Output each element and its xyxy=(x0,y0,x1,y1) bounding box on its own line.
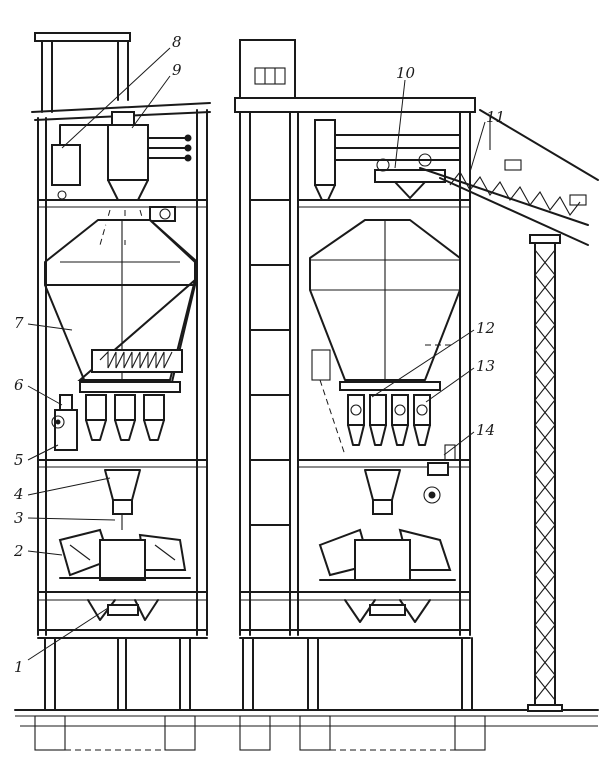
foundation xyxy=(14,709,599,751)
right-building xyxy=(234,39,476,711)
label-3: 3 xyxy=(14,509,24,527)
label-12: 12 xyxy=(476,319,495,337)
label-5: 5 xyxy=(14,451,24,469)
label-8: 8 xyxy=(172,33,182,51)
label-1: 1 xyxy=(14,658,24,676)
conveyor-and-tower xyxy=(419,109,599,712)
label-10: 10 xyxy=(396,64,416,82)
label-2: 2 xyxy=(13,542,24,560)
label-6: 6 xyxy=(14,376,24,394)
labels: 1 2 3 4 5 6 7 8 9 10 11 12 13 14 xyxy=(13,33,505,676)
label-4: 4 xyxy=(13,485,24,503)
left-building xyxy=(31,32,211,711)
label-13: 13 xyxy=(476,357,495,375)
label-9: 9 xyxy=(172,61,182,79)
label-14: 14 xyxy=(476,421,495,439)
label-11: 11 xyxy=(486,108,505,126)
label-7: 7 xyxy=(14,314,24,332)
leader-lines xyxy=(27,47,486,661)
